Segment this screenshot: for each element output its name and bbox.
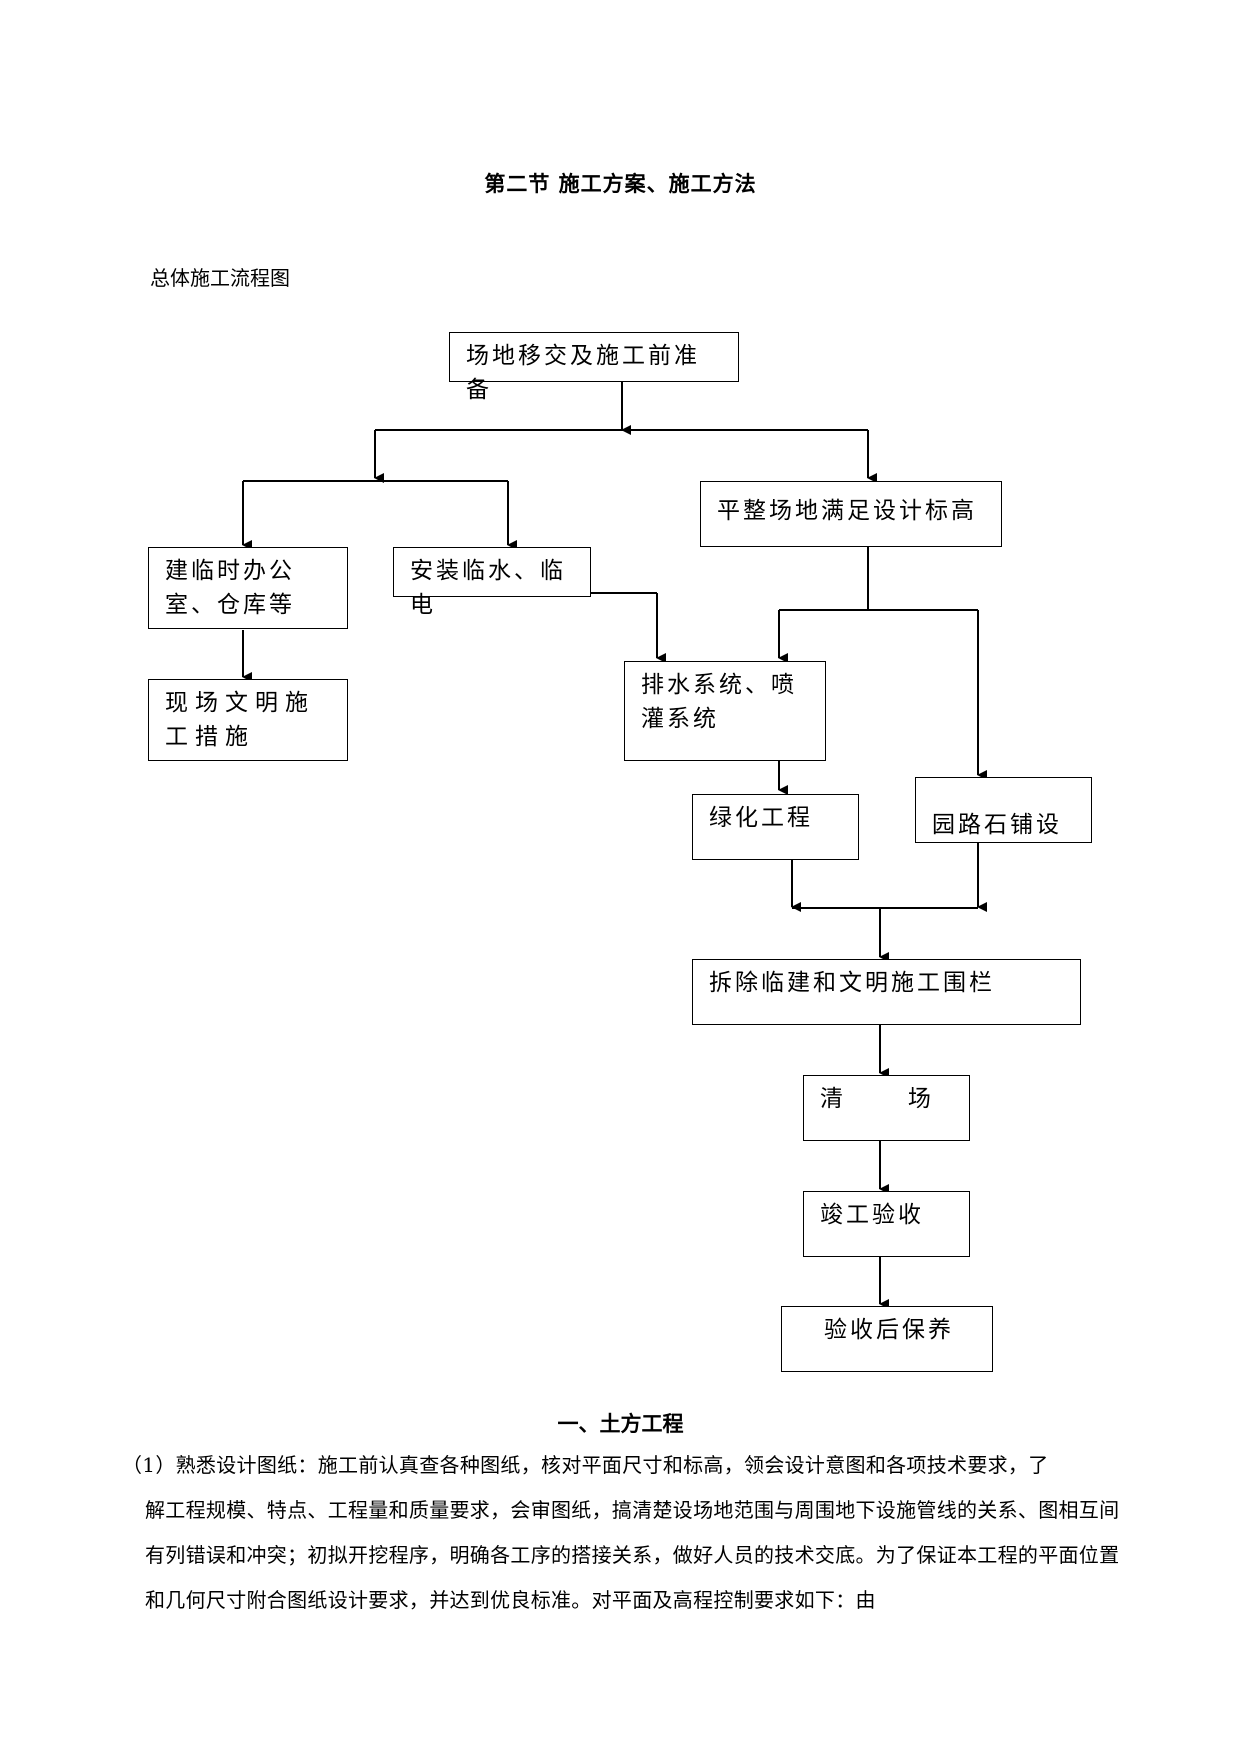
flow-node-drainage-irrigation: 排水系统、喷灌系统 — [624, 661, 826, 761]
paragraph-body: 解工程规模、特点、工程量和质量要求，会审图纸，搞清楚设场地范围与周围地下设施管线… — [145, 1498, 1120, 1612]
flow-node-maintenance: 验收后保养 — [781, 1306, 993, 1372]
flow-node-path-paving: 园路石铺设 — [915, 777, 1092, 843]
flow-node-greening: 绿化工程 — [692, 794, 859, 860]
flowchart-caption: 总体施工流程图 — [150, 266, 290, 290]
flow-node-temp-utilities: 安装临水、临电 — [393, 547, 591, 618]
section-paragraph: （1）熟悉设计图纸：施工前认真查各种图纸，核对平面尺寸和标高，领会设计意图和各项… — [122, 1443, 1122, 1623]
flow-node-dismantle: 拆除临建和文明施工围栏 — [692, 959, 1081, 1025]
flow-node-temp-office: 建临时办公室、仓库等 — [148, 547, 348, 629]
paragraph-first-line: （1）熟悉设计图纸：施工前认真查各种图纸，核对平面尺寸和标高，领会设计意图和各项… — [122, 1453, 1049, 1477]
section-title: 一、土方工程 — [557, 1411, 684, 1436]
flow-node-site-leveling: 平整场地满足设计标高 — [700, 481, 1002, 547]
flow-node-civilized-measures: 现场文明施工措施 — [148, 679, 348, 761]
flow-node-completion-acceptance: 竣工验收 — [803, 1191, 970, 1257]
flowchart-connectors — [242, 382, 987, 1309]
flow-node-site-handover: 场地移交及施工前准备 — [449, 332, 739, 403]
page-heading: 第二节 施工方案、施工方法 — [484, 171, 757, 196]
flow-node-site-clearing: 清 场 — [803, 1075, 970, 1141]
